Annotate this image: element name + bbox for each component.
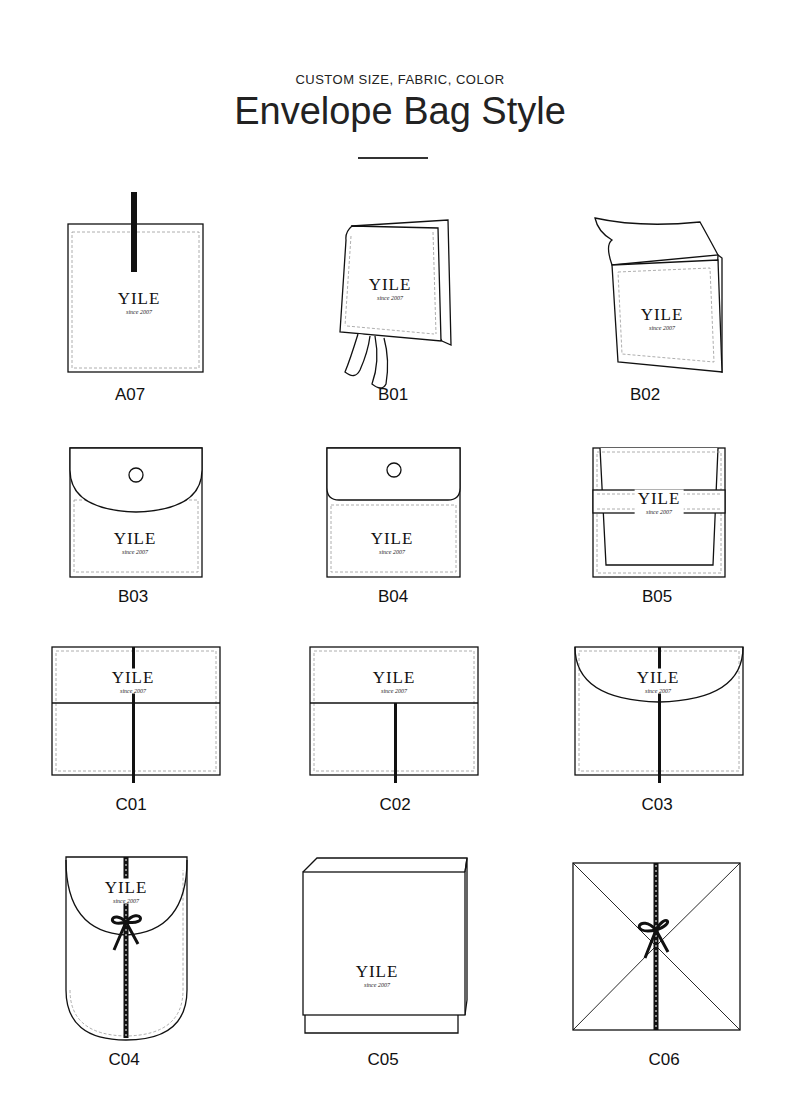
brand-tagline: since 2007: [105, 898, 148, 904]
brand-name: YILE: [356, 963, 399, 980]
style-code: C06: [648, 1050, 679, 1070]
brand-name: YILE: [114, 530, 157, 547]
brand-tagline: since 2007: [369, 295, 412, 301]
brand-logo: YILE since 2007: [638, 306, 687, 331]
brand-logo: YILE since 2007: [102, 879, 151, 904]
bag-b04: [327, 448, 460, 577]
envelope-bag: C06: [573, 863, 740, 1030]
envelope-bag: YILEsince 2007C02: [310, 647, 478, 775]
envelope-bag: YILEsince 2007B04: [327, 448, 460, 577]
bag-c01: [52, 647, 220, 783]
brand-name: YILE: [105, 879, 148, 896]
brand-name: YILE: [638, 490, 681, 507]
brand-name: YILE: [118, 290, 161, 307]
bag-a07: [68, 192, 203, 372]
page-title: Envelope Bag Style: [0, 90, 800, 133]
style-code: B05: [642, 587, 672, 607]
bag-c04: [66, 857, 187, 1040]
brand-logo: YILE since 2007: [370, 669, 419, 694]
brand-tagline: since 2007: [371, 549, 414, 555]
bag-b05: [593, 448, 725, 577]
brand-tagline: since 2007: [118, 309, 161, 315]
style-code: C02: [379, 795, 410, 815]
envelope-bag: YILEsince 2007B05: [593, 448, 725, 577]
brand-logo: YILE since 2007: [635, 490, 684, 515]
bag-c03: [575, 647, 743, 783]
brand-name: YILE: [373, 669, 416, 686]
brand-name: YILE: [641, 306, 684, 323]
style-code: B01: [378, 385, 408, 405]
brand-name: YILE: [371, 530, 414, 547]
brand-tagline: since 2007: [373, 688, 416, 694]
bag-b03: [70, 448, 202, 577]
brand-name: YILE: [637, 669, 680, 686]
bag-c02: [310, 647, 478, 783]
brand-logo: YILE since 2007: [353, 963, 402, 988]
style-code: B04: [378, 587, 408, 607]
envelope-bag: YILEsince 2007A07: [68, 192, 203, 372]
style-code: C01: [115, 795, 146, 815]
envelope-bag: YILEsince 2007B01: [338, 218, 453, 348]
bag-c06: [573, 863, 740, 1030]
envelope-bag: YILEsince 2007C04: [66, 857, 187, 1040]
envelope-bag: YILEsince 2007C05: [303, 858, 467, 1033]
bag-c05: [303, 858, 467, 1033]
brand-logo: YILE since 2007: [366, 276, 415, 301]
envelope-bag: YILEsince 2007B03: [70, 448, 202, 577]
bag-b02: [595, 218, 722, 372]
style-code: A07: [115, 385, 145, 405]
style-code: C05: [367, 1050, 398, 1070]
subtitle: CUSTOM SIZE, FABRIC, COLOR: [0, 72, 800, 87]
style-code: C04: [108, 1050, 139, 1070]
brand-tagline: since 2007: [114, 549, 157, 555]
brand-tagline: since 2007: [637, 688, 680, 694]
brand-logo: YILE since 2007: [109, 669, 158, 694]
brand-tagline: since 2007: [112, 688, 155, 694]
brand-logo: YILE since 2007: [368, 530, 417, 555]
brand-name: YILE: [369, 276, 412, 293]
brand-logo: YILE since 2007: [634, 669, 683, 694]
bag-b01: [340, 220, 451, 388]
style-code: B03: [118, 587, 148, 607]
envelope-bag: YILEsince 2007C03: [575, 647, 743, 775]
brand-logo: YILE since 2007: [115, 290, 164, 315]
brand-logo: YILE since 2007: [111, 530, 160, 555]
brand-tagline: since 2007: [356, 982, 399, 988]
title-rule: [358, 157, 428, 159]
envelope-bag: YILEsince 2007C01: [52, 647, 220, 775]
brand-tagline: since 2007: [641, 325, 684, 331]
style-code: C03: [641, 795, 672, 815]
envelope-bag: YILEsince 2007B02: [595, 218, 723, 373]
brand-name: YILE: [112, 669, 155, 686]
brand-tagline: since 2007: [638, 509, 681, 515]
style-code: B02: [630, 385, 660, 405]
